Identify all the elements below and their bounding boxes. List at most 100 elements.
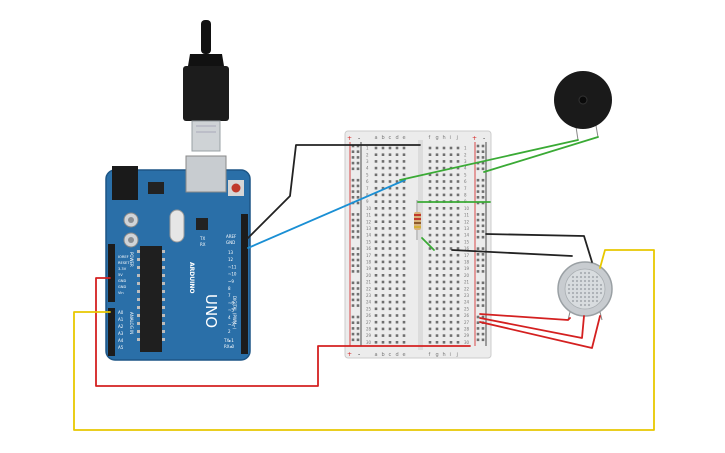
breadboard-row-label: 22: [464, 286, 470, 291]
breadboard-rail-hole: [356, 144, 360, 148]
breadboard-hole: [402, 327, 406, 331]
breadboard-rail-hole: [476, 230, 480, 233]
breadboard-rail-hole: [481, 281, 485, 285]
breadboard-hole: [402, 160, 406, 163]
breadboard-row-label: 4: [366, 166, 369, 171]
breadboard-hole: [428, 280, 432, 284]
breadboard-row-label: 19: [366, 266, 372, 271]
breadboard-rail-hole: [356, 230, 360, 233]
breadboard-column-label: h: [443, 135, 446, 141]
breadboard-rail-hole: [476, 167, 480, 171]
breadboard-hole: [395, 153, 399, 156]
breadboard-rail-hole: [481, 196, 485, 199]
breadboard-hole: [456, 320, 460, 324]
breadboard-hole: [388, 213, 392, 217]
breadboard-rail-hole: [476, 281, 480, 285]
breadboard-hole: [395, 186, 399, 190]
breadboard-hole: [456, 307, 460, 311]
breadboard-hole: [374, 146, 378, 150]
breadboard-rail-hole: [481, 213, 485, 216]
breadboard-rail-hole: [476, 338, 480, 342]
breadboard-rail-hole: [476, 201, 480, 205]
breadboard-column-label: g: [436, 135, 439, 141]
breadboard-rail-hole: [481, 161, 485, 165]
breadboard-row-label: 21: [464, 280, 470, 285]
breadboard-hole: [442, 233, 446, 237]
breadboard-hole: [449, 260, 453, 264]
breadboard-row-label: 20: [464, 273, 470, 278]
breadboard-hole: [402, 267, 406, 270]
breadboard-hole: [381, 173, 385, 177]
breadboard-hole: [449, 267, 453, 270]
breadboard-hole: [395, 247, 399, 250]
breadboard-row-label: 15: [366, 239, 372, 244]
breadboard-rail-hole: [476, 287, 480, 290]
wire-green-buzzer-2: [483, 136, 599, 173]
breadboard-hole: [449, 153, 453, 156]
analog-header-label: ANALOG IN: [129, 312, 134, 334]
breadboard-hole: [374, 173, 378, 177]
breadboard-hole: [381, 213, 385, 217]
breadboard-hole: [435, 253, 439, 257]
breadboard-hole: [456, 341, 460, 344]
breadboard-rail-hole: [356, 338, 360, 342]
breadboard-hole: [428, 153, 432, 156]
breadboard-hole: [388, 280, 392, 284]
digital-pin-label: ~3: [228, 322, 234, 327]
breadboard-rail-hole: [351, 156, 355, 159]
breadboard-hole: [456, 240, 460, 244]
breadboard-hole: [449, 320, 453, 324]
breadboard-hole: [428, 207, 432, 210]
breadboard-row-label: 25: [464, 306, 470, 311]
breadboard-hole: [388, 307, 392, 311]
breadboard-hole: [388, 173, 392, 177]
breadboard-hole: [435, 153, 439, 156]
breadboard-column-label: f: [429, 352, 431, 358]
breadboard-rail-hole: [476, 213, 480, 216]
breadboard-hole: [395, 166, 399, 170]
breadboard-hole: [388, 314, 392, 317]
breadboard-row-label: 25: [366, 306, 372, 311]
breadboard-hole: [449, 253, 453, 257]
rx-led-label: RX: [200, 242, 206, 247]
breadboard-hole: [381, 160, 385, 163]
breadboard-row-label: 16: [464, 246, 470, 251]
analog-header: [108, 308, 115, 356]
breadboard-column-label: f: [429, 135, 431, 141]
digital-pin-label: ~10: [228, 272, 237, 277]
rail-minus-label: -: [358, 135, 360, 142]
breadboard-rail-hole: [476, 321, 480, 324]
breadboard-hole: [449, 287, 453, 290]
breadboard-rail-hole: [351, 270, 355, 273]
breadboard-hole: [428, 233, 432, 237]
power-header-label: POWER: [129, 252, 134, 267]
breadboard-row-label: 29: [366, 333, 372, 338]
breadboard-hole: [395, 280, 399, 284]
breadboard-hole: [435, 160, 439, 163]
gnd-pin-label: GND: [226, 240, 235, 245]
breadboard-hole: [428, 160, 432, 163]
breadboard-row-label: 27: [366, 320, 372, 325]
breadboard-hole: [381, 153, 385, 156]
breadboard-column-label: e: [403, 135, 406, 141]
wire-red-sensor-1: [479, 313, 571, 321]
breadboard-hole: [442, 267, 446, 270]
breadboard-column-label: i: [450, 352, 451, 358]
breadboard-hole: [456, 300, 460, 304]
breadboard-row-label: 12: [366, 219, 372, 224]
breadboard-column-label: i: [450, 135, 451, 141]
wire-blue-signal: [247, 179, 406, 249]
digital-pin-label: 12: [228, 257, 234, 262]
breadboard-hole: [449, 240, 453, 244]
breadboard-hole: [381, 146, 385, 150]
breadboard-row-label: 15: [464, 239, 470, 244]
breadboard-hole: [402, 341, 406, 344]
breadboard-hole: [442, 180, 446, 183]
breadboard-rail-hole: [356, 270, 360, 273]
breadboard-column-label: h: [443, 352, 446, 358]
breadboard-hole: [449, 327, 453, 331]
breadboard-rail-hole: [476, 150, 480, 153]
breadboard-hole: [435, 314, 439, 317]
breadboard-hole: [442, 307, 446, 311]
